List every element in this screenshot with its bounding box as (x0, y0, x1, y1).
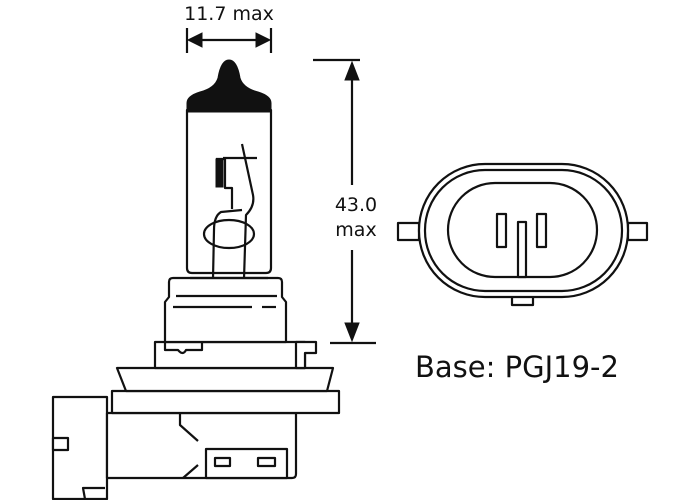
connector-latch (51, 436, 70, 452)
filament-shield (215, 158, 224, 188)
width-label: 11.7 max (184, 3, 274, 25)
reference-ring (153, 340, 307, 370)
arrowhead-down-icon (344, 322, 360, 343)
filament-coil (202, 218, 256, 250)
height-value: 43.0 (335, 194, 377, 216)
end-tab-left (396, 221, 421, 242)
ring-notch (163, 342, 204, 355)
base-label: Base: PGJ19-2 (415, 350, 619, 384)
bulb-side-view (51, 59, 341, 500)
mounting-plate (110, 389, 341, 415)
arrowhead-right-icon (255, 32, 272, 48)
ring-tab (294, 340, 318, 370)
lead-wire-left (211, 208, 243, 280)
arrowhead-left-icon (186, 32, 203, 48)
contact-pin-left (213, 456, 232, 468)
end-pin-center (516, 220, 528, 279)
filament-support (216, 157, 234, 209)
arrowhead-up-icon (344, 60, 360, 81)
end-pin-right (535, 212, 548, 249)
height-unit: max (335, 219, 376, 241)
connector-foot (81, 486, 105, 500)
height-dimension: 43.0 max (313, 58, 377, 345)
end-tab-right (626, 221, 649, 242)
flange (115, 366, 335, 393)
contact-pin-right (256, 456, 277, 468)
lower-body-detail (178, 413, 199, 479)
end-inner-rim (423, 168, 624, 293)
bulb-neck (163, 276, 288, 344)
lead-wire-right (240, 143, 255, 280)
end-pin-left (495, 212, 508, 249)
base-end-view (396, 162, 649, 307)
black-cap (186, 59, 272, 113)
glass-envelope (185, 108, 273, 275)
width-dimension: 11.7 max (184, 3, 274, 53)
